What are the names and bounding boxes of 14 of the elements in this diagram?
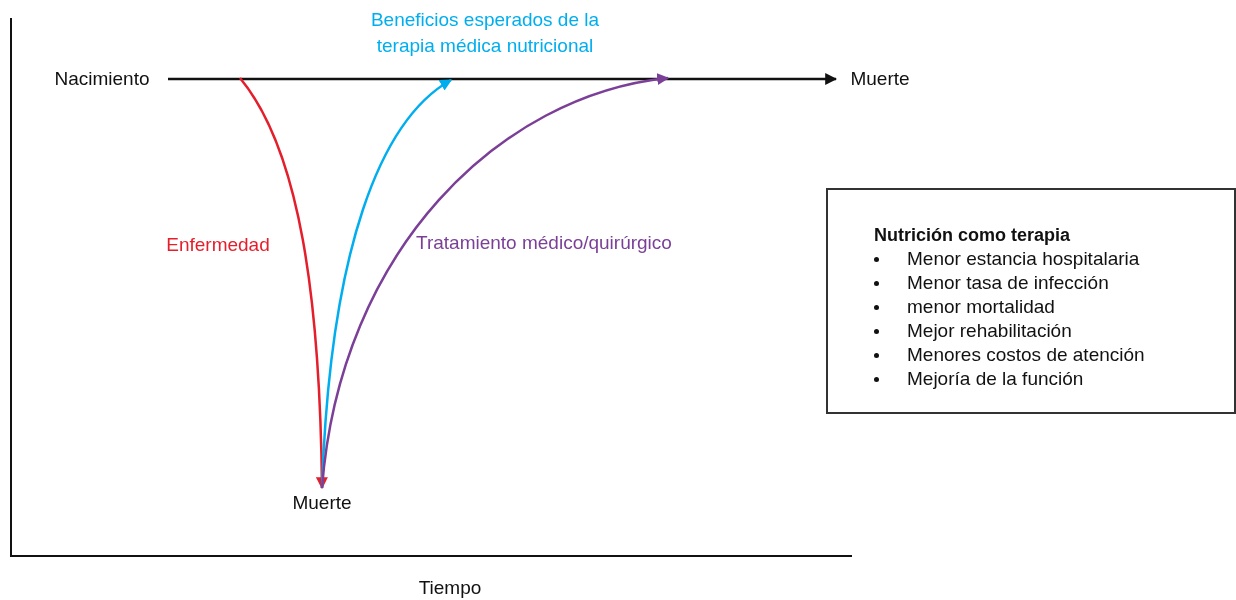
bullet-item: Mejor rehabilitación [874, 319, 1234, 343]
axis-label: Tiempo [417, 576, 483, 600]
node-label: Muerte [840, 66, 920, 92]
node-label: Nacimiento [40, 66, 164, 92]
text-box [826, 188, 1236, 414]
bullet-item: menor mortalidad [874, 295, 1234, 319]
bullet-item: Menor estancia hospitalaria [874, 247, 1234, 271]
bullet-item: Menores costos de atención [874, 343, 1234, 367]
box-heading: Nutrición como terapia [874, 224, 1072, 247]
arrow [168, 73, 838, 85]
bullet-item: Menor tasa de infección [874, 271, 1234, 295]
arrow [320, 73, 670, 489]
bullet-item: Mejoría de la función [874, 367, 1234, 391]
node-label: Muerte [282, 490, 362, 516]
